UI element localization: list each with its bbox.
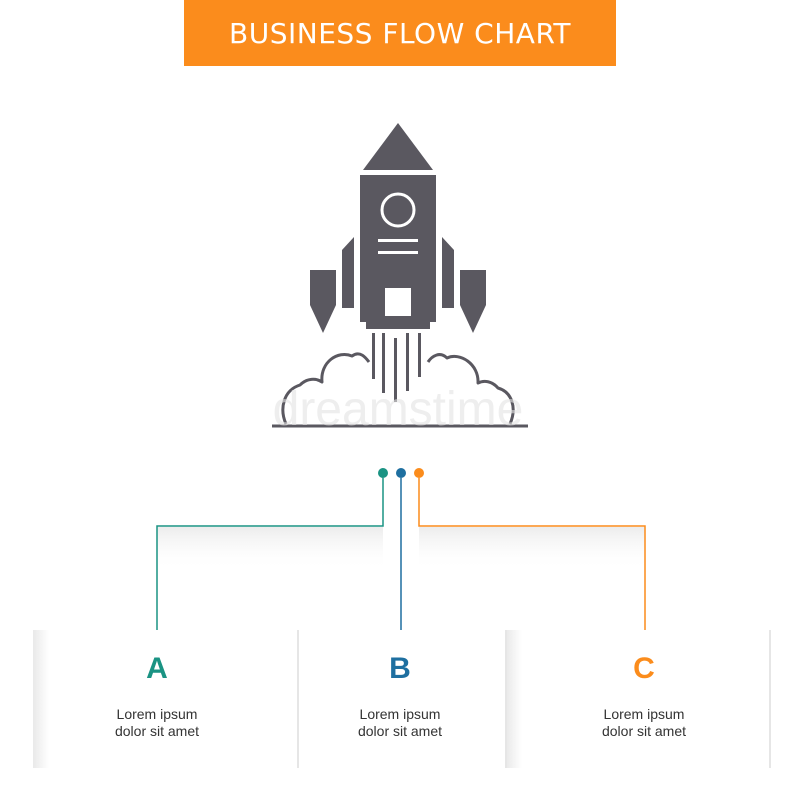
smoke-cloud-icon — [281, 352, 515, 425]
connector-line-a — [156, 478, 384, 636]
step-card-c: C Lorem ipsum dolor sit amet — [544, 630, 744, 768]
title-banner: BUSINESS FLOW CHART — [184, 0, 616, 66]
step-card-b: B Lorem ipsum dolor sit amet — [300, 630, 500, 768]
connector-line-c — [418, 478, 646, 636]
connector-dot-b — [396, 468, 406, 478]
rocket-launch-icon — [310, 123, 486, 402]
card-bg-b — [298, 630, 506, 768]
step-card-a: A Lorem ipsum dolor sit amet — [57, 630, 257, 768]
step-text-c: Lorem ipsum dolor sit amet — [544, 706, 744, 740]
card-bg-a — [33, 630, 298, 768]
step-a-line1: Lorem ipsum — [116, 706, 198, 722]
step-a-line2: dolor sit amet — [114, 723, 200, 739]
step-letter-c: C — [633, 652, 655, 685]
step-text-b: Lorem ipsum dolor sit amet — [300, 706, 500, 740]
step-b-line1: Lorem ipsum — [359, 706, 441, 722]
step-c-line1: Lorem ipsum — [603, 706, 685, 722]
step-letter-a: A — [146, 652, 168, 685]
step-letter-b: B — [389, 652, 411, 685]
step-c-line2: dolor sit amet — [601, 723, 687, 739]
step-text-a: Lorem ipsum dolor sit amet — [57, 706, 257, 740]
card-bg-c — [506, 630, 771, 768]
page-title: BUSINESS FLOW CHART — [229, 16, 571, 50]
watermark-text: dreamstime — [273, 383, 524, 436]
connector-shadow-right — [419, 527, 645, 570]
step-b-line2: dolor sit amet — [357, 723, 443, 739]
connector-dot-a — [378, 468, 388, 478]
connector-dot-c — [414, 468, 424, 478]
connector-shadow-left — [157, 527, 383, 570]
